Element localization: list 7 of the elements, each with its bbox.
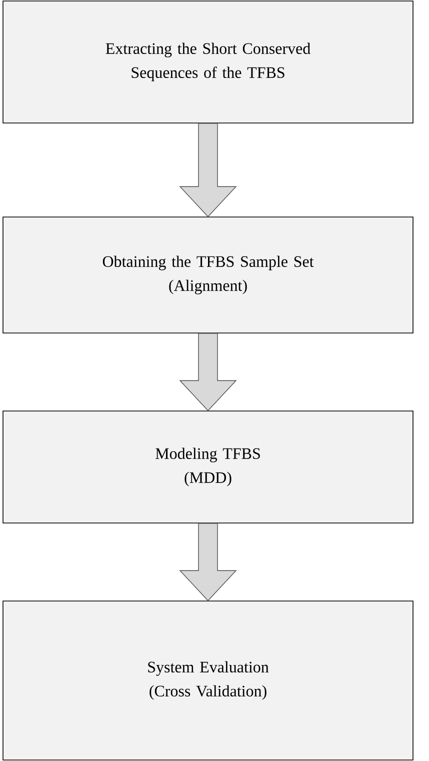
block-arrow bbox=[179, 523, 237, 602]
process-box: Modeling TFBS (MDD) bbox=[2, 410, 414, 524]
process-box: Obtaining the TFBS Sample Set (Alignment) bbox=[2, 216, 414, 334]
block-arrow bbox=[179, 333, 237, 412]
process-box: System Evaluation (Cross Validation) bbox=[2, 600, 414, 760]
process-box: Extracting the Short Conserved Sequences of the TFBS bbox=[2, 0, 414, 124]
block-arrow bbox=[179, 123, 237, 218]
